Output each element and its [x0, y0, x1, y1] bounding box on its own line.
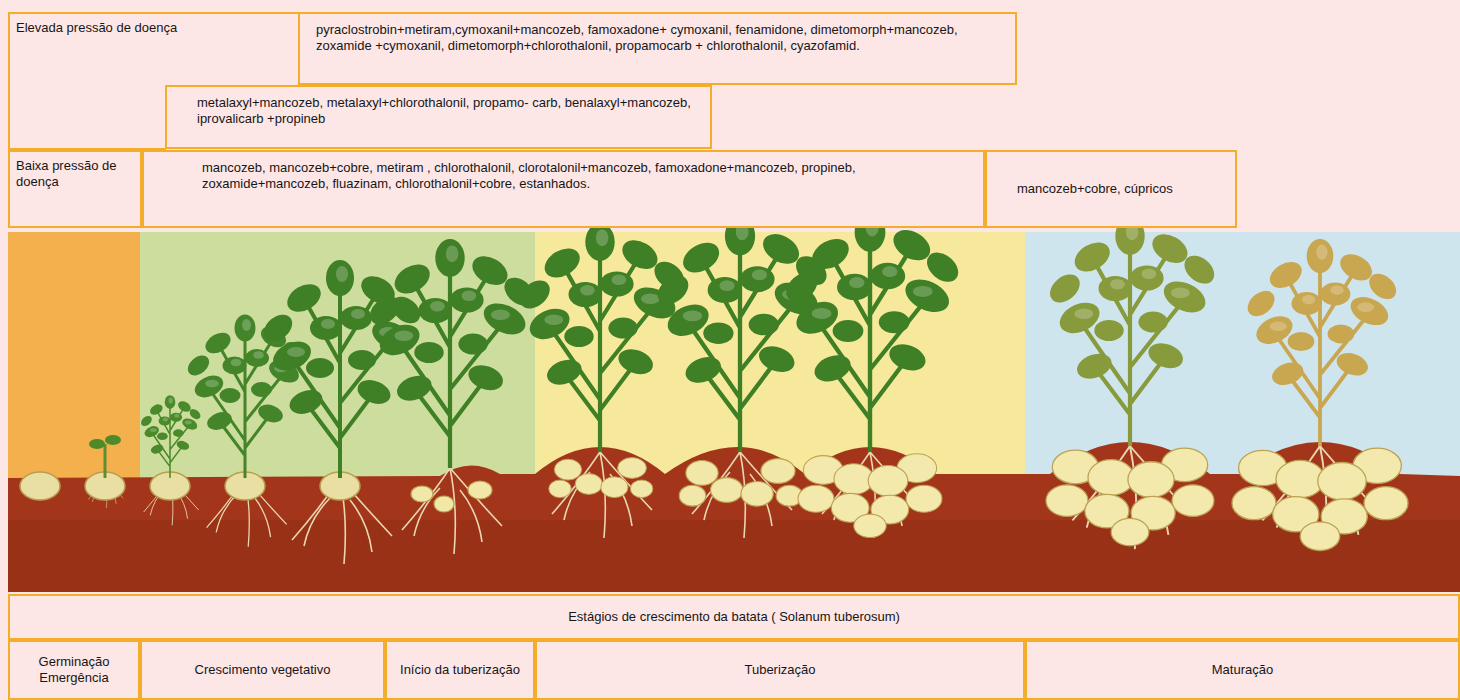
fungicide-list: mancozeb+cobre, cúpricos [985, 150, 1237, 228]
growth-stage-cell: Tuberização [535, 640, 1025, 700]
label-text: Germinação Emergência [16, 654, 132, 686]
growth-stage-cell: Início da tuberização [385, 640, 535, 700]
fungicide-names: mancozeb+cobre, cúpricos [1017, 181, 1223, 197]
label-text: Maturação [1212, 662, 1273, 678]
stage-title: Estágios de crescimento da batata ( Sola… [568, 609, 900, 625]
pressure-label: Elevada pressão de doença [8, 12, 298, 85]
label-text: Baixa pressão de doença [16, 158, 134, 190]
fungicide-list: mancozeb, mancozeb+cobre, metiram , chlo… [142, 150, 985, 228]
stage-title-band: Estágios de crescimento da batata ( Sola… [8, 594, 1460, 640]
growth-stage-cell: Maturação [1025, 640, 1460, 700]
label-text: Início da tuberização [400, 662, 520, 678]
fungicide-names: mancozeb, mancozeb+cobre, metiram , chlo… [202, 160, 971, 192]
label-text: Tuberização [744, 662, 815, 678]
fungicide-names: pyraclostrobin+metiram,cymoxanil+mancoze… [316, 22, 1003, 54]
pressure-label: Baixa pressão de doença [8, 150, 142, 228]
fungicide-list: pyraclostrobin+metiram,cymoxanil+mancoze… [298, 12, 1017, 85]
label-text: Elevada pressão de doença [16, 20, 292, 36]
growth-stage-cell: Germinação Emergência [8, 640, 140, 700]
growth-stage-cell: Crescimento vegetativo [140, 640, 385, 700]
label-text: Crescimento vegetativo [195, 662, 331, 678]
fungicide-names: metalaxyl+mancozeb, metalaxyl+chlorothal… [197, 95, 698, 127]
fungicide-list: metalaxyl+mancozeb, metalaxyl+chlorothal… [165, 85, 712, 149]
